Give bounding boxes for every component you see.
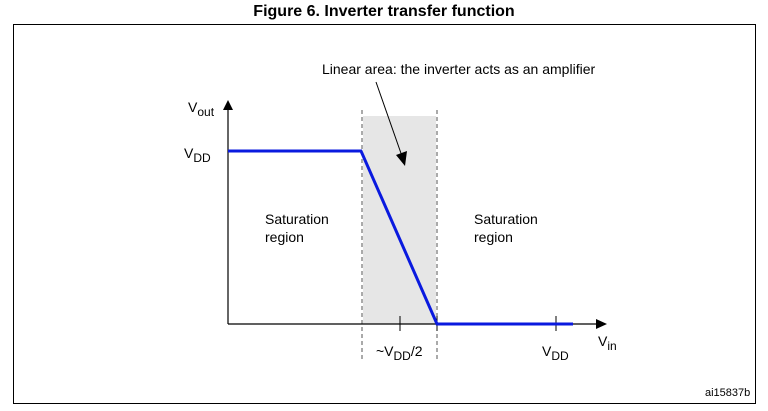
linear-area-shading: [363, 116, 436, 324]
y-axis-label: Vout: [188, 99, 215, 119]
y-tick-label-vdd: VDD: [184, 145, 211, 165]
annotation-arrow-icon: [396, 151, 407, 166]
linear-area-annotation: Linear area: the inverter acts as an amp…: [322, 61, 595, 77]
y-axis-arrow-icon: [223, 100, 233, 110]
x-tick-label-vdd: VDD: [542, 343, 569, 363]
transfer-curve: [228, 149, 573, 326]
figure-id-label: ai15837b: [705, 387, 750, 399]
annotation-pointer-line: [375, 81, 404, 160]
x-tick-label-half-vdd: ~VDD/2: [376, 343, 423, 363]
x-axis-label: Vin: [598, 333, 617, 353]
x-axis-arrow-icon: [596, 319, 607, 329]
figure-title: Figure 6. Inverter transfer function: [253, 3, 515, 20]
figure-frame: [13, 24, 756, 404]
left-saturation-label: Saturation region: [265, 211, 333, 245]
right-saturation-label: Saturation region: [474, 211, 542, 245]
